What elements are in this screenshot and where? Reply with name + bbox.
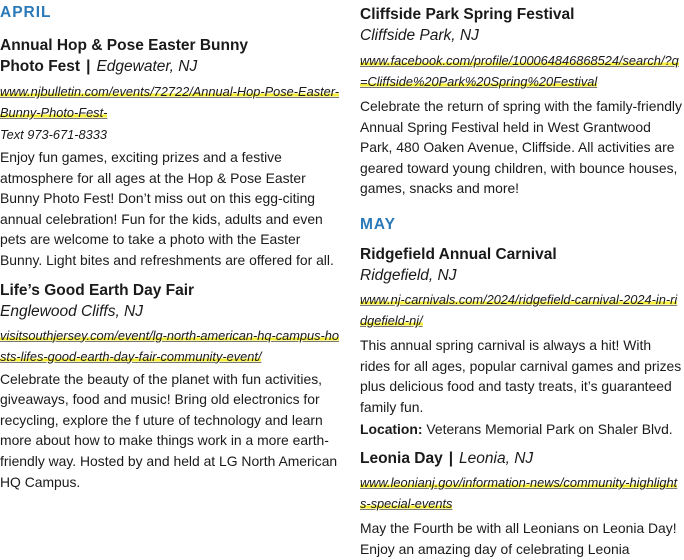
may-heading: MAY [360,215,397,233]
event-title: Life’s Good Earth Day Fair [0,281,195,299]
event-url-link[interactable]: www.njbulletin.com/events/72722/Annual-H… [0,84,340,120]
event-title: Leonia Day|Leonia, NJ [360,450,534,468]
event-location: Edgewater, NJ [96,58,198,75]
event-title: Cliffside Park Spring Festival [360,6,575,23]
event-location: Cliffside Park, NJ [360,27,479,44]
event-title: Ridgefield Annual Carnival [360,245,557,263]
event-location: Ridgefield, NJ [360,266,457,284]
event-location: Englewood Cliffs, NJ [0,302,144,320]
event-description: Enjoy fun games, exciting prizes and a f… [0,149,334,268]
event-url-link[interactable]: www.nj-carnivals.com/2024/ridgefield-car… [360,291,678,328]
event-cliffside: Cliffside Park Spring Festival Cliffside… [360,4,682,199]
title-separator: | [86,58,91,75]
right-column: Cliffside Park Spring Festival Cliffside… [360,0,682,560]
event-title: Annual Hop & Pose Easter Bunny Photo Fes… [0,37,249,75]
venue-label: Location: [360,421,423,438]
event-earth-day: Life’s Good Earth Day Fair Englewood Cli… [0,280,340,493]
left-column: APRIL Annual Hop & Pose Easter Bunny Pho… [0,0,340,492]
event-phone: Text 973-671-8333 [0,127,107,142]
venue-value: Veterans Memorial Park on Shaler Blvd. [426,421,673,438]
event-url-link[interactable]: www.leonianj.gov/information-news/commun… [360,475,678,512]
event-url-link[interactable]: visitsouthjersey.com/event/lg-north-amer… [0,327,340,364]
title-separator: | [448,450,454,468]
event-hop-pose: Annual Hop & Pose Easter Bunny Photo Fes… [0,35,340,271]
event-ridgefield: Ridgefield Annual Carnival Ridgefield, N… [360,244,682,439]
event-location: Leonia, NJ [459,450,534,468]
event-venue: Location: Veterans Memorial Park on Shal… [360,419,682,439]
event-description: This annual spring carnival is always a … [360,336,682,415]
event-description: May the Fourth be with all Leonians on L… [360,520,677,557]
event-description: Celebrate the beauty of the planet with … [0,370,338,490]
april-heading: APRIL [0,4,52,21]
event-leonia: Leonia Day|Leonia, NJ www.leonianj.gov/i… [360,448,682,559]
event-description: Celebrate the return of spring with the … [360,98,682,197]
event-url-link[interactable]: www.facebook.com/profile/100064846868524… [360,53,679,89]
